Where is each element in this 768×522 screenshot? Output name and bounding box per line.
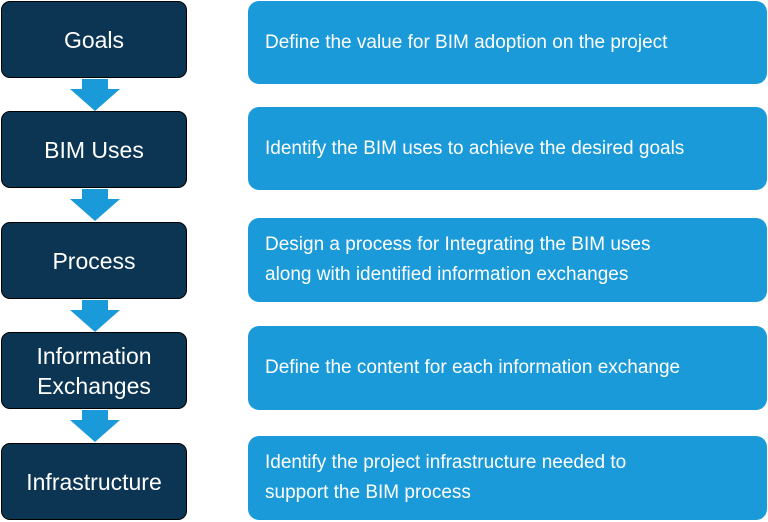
down-arrow-icon bbox=[70, 189, 120, 221]
step-box-information-exchanges: Information Exchanges bbox=[1, 332, 187, 409]
step-box-goals: Goals bbox=[1, 1, 187, 78]
description-infrastructure: Identify the project infrastructure need… bbox=[248, 436, 767, 520]
down-arrow-icon bbox=[70, 300, 120, 332]
step-box-bim-uses: BIM Uses bbox=[1, 111, 187, 188]
description-bim-uses: Identify the BIM uses to achieve the des… bbox=[248, 107, 767, 190]
step-box-infrastructure: Infrastructure bbox=[1, 443, 187, 520]
down-arrow-icon bbox=[70, 410, 120, 442]
step-box-process: Process bbox=[1, 222, 187, 299]
description-information-exchanges: Define the content for each information … bbox=[248, 326, 767, 410]
down-arrow-icon bbox=[70, 79, 120, 111]
description-goals: Define the value for BIM adoption on the… bbox=[248, 1, 767, 84]
description-process: Design a process for Integrating the BIM… bbox=[248, 218, 767, 302]
